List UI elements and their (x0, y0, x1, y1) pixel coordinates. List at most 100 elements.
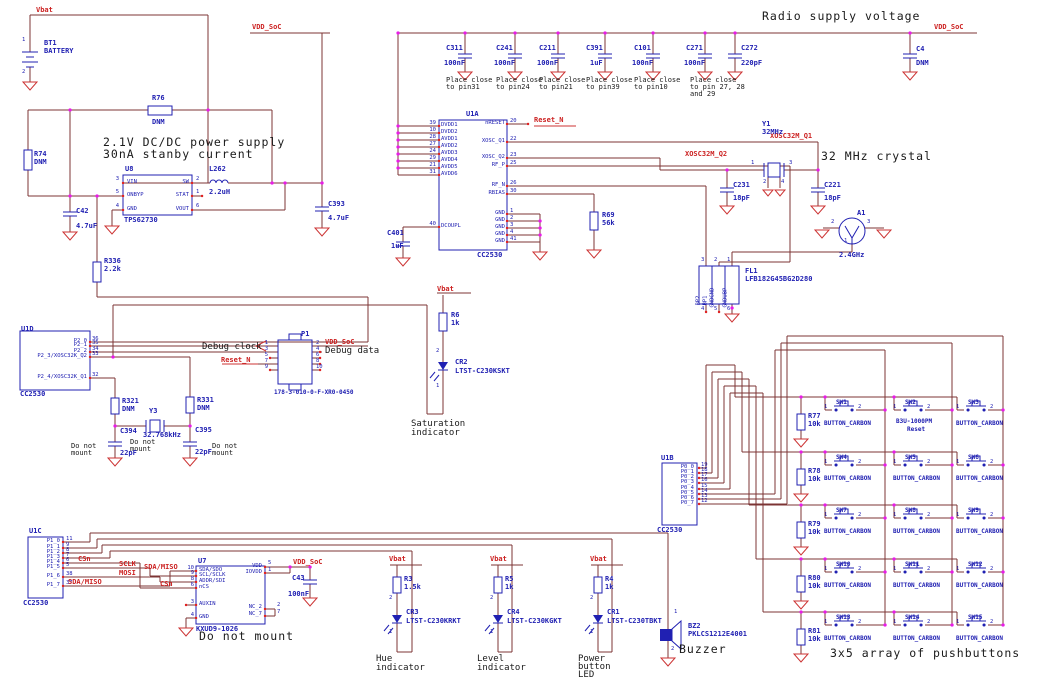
label-p0-2-282: P0_2 (680, 474, 694, 480)
label-10-228: 10 (187, 565, 194, 571)
label-4-135: 4 (701, 306, 705, 312)
label-p0-3-283: P0_3 (680, 479, 694, 485)
label-r6-187: R6 (451, 311, 460, 319)
label-8-181: 8 (316, 358, 320, 364)
label-38-211: 38 (66, 571, 73, 577)
label-c311-36: C311 (446, 44, 463, 52)
label-to-pin31-39: to pin31 (446, 83, 480, 91)
label-vdd-234: VDD (252, 563, 262, 569)
label-6-137: 6 (727, 306, 731, 312)
label-30na-stanby-current-10: 30nA stanby current (103, 147, 254, 161)
label-c241-40: C241 (496, 44, 513, 52)
label-1-334: 1 (824, 566, 828, 572)
label-bp1-139: BP1 (702, 295, 709, 306)
label-1-173: 1 (264, 340, 268, 346)
label-fl1-130: FL1 (745, 267, 758, 275)
label-1-338: 1 (893, 566, 897, 572)
label-rbias-90: RBIAS (488, 190, 505, 196)
label-10k-366: 10k (808, 635, 821, 643)
label-1-350: 1 (893, 619, 897, 625)
label-15-292: 15 (701, 483, 708, 489)
label-gnd-227: GND (199, 614, 209, 620)
label-1-301: 1 (893, 404, 897, 410)
label-6-180: 6 (316, 352, 320, 358)
label-32-mhz-crystal-116: 32 MHz crystal (821, 149, 932, 163)
label-c231-121: C231 (733, 181, 750, 189)
label-l262-25: L262 (209, 165, 226, 173)
label-xosc-q2-87: XOSC_Q2 (481, 154, 505, 160)
label-place-close-38: Place close (446, 76, 493, 84)
label-41-106: 41 (510, 236, 517, 242)
label-button-carbon-299: BUTTON_CARBON (824, 420, 871, 427)
label-1-23: 1 (196, 189, 200, 195)
label-tps62730-12: TPS62730 (124, 216, 158, 224)
label-4-21: 4 (115, 203, 119, 209)
label-r77-357: R77 (808, 412, 821, 420)
label-sda-miso-216: SDA/MISO (68, 578, 102, 586)
label-sw5-313: SW5 (905, 454, 916, 461)
label-19-288: 19 (701, 462, 708, 468)
label-xosc-q1-86: XOSC_Q1 (481, 138, 505, 144)
label-3-127: 3 (867, 219, 871, 225)
label-21-82: 21 (429, 162, 436, 168)
label-10k-358: 10k (808, 420, 821, 428)
label-indicator-194: indicator (411, 428, 460, 438)
label-to-pin21-47: to pin21 (539, 83, 573, 91)
label-c271-56: C271 (686, 44, 703, 52)
label-button-carbon-348: BUTTON_CARBON (824, 635, 871, 642)
label-1-5k-247: 1.5k (404, 583, 421, 591)
label-ltst-c230tbkt-268: LTST-C230TBKT (607, 617, 662, 625)
label-20-96: 20 (510, 118, 517, 124)
label-level-261: Level (477, 654, 505, 664)
label-p0-7-287: P0_7 (680, 500, 694, 506)
label-mount-162: mount (130, 445, 152, 453)
label-6-209: 6 (66, 557, 70, 563)
label-mount-164: mount (71, 449, 93, 457)
label-1-3: 1 (22, 37, 26, 43)
label-2-307: 2 (990, 404, 994, 410)
label-c394-167: C394 (120, 427, 137, 435)
label-10k-362: 10k (808, 528, 821, 536)
label-reset-304: Reset (907, 426, 926, 433)
label-cc2530-66: CC2530 (477, 251, 503, 259)
label-rf-p-88: RF_P (491, 162, 505, 168)
label-reset-n-107: Reset_N (534, 116, 564, 124)
label-1-330: 1 (956, 512, 960, 518)
label-220pf-62: 220pF (741, 59, 763, 67)
label-5-210: 5 (66, 562, 70, 568)
label-battery-2: BATTERY (44, 47, 74, 55)
label-p2-0-144: P2_0 (73, 338, 87, 344)
label-30-101: 30 (510, 188, 517, 194)
label-auxin-226: AUXIN (199, 601, 216, 607)
label-u1d-142: U1D (21, 325, 34, 333)
label-vdd-soc-35: VDD_SoC (934, 23, 964, 31)
label-vbat-0: Vbat (36, 6, 53, 14)
label-2-335: 2 (858, 566, 862, 572)
label-1uf-49: 1uF (590, 59, 603, 67)
label-avdd4-72: AVDD4 (441, 157, 458, 163)
label-c4-63: C4 (916, 45, 925, 53)
label-p0-0-280: P0_0 (680, 464, 694, 470)
label-r78-359: R78 (808, 467, 821, 475)
label-3-118: 3 (789, 160, 793, 166)
label-to-pin24-43: to pin24 (496, 83, 530, 91)
label-button-carbon-332: BUTTON_CARBON (956, 528, 1003, 535)
label-vin-13: VIN (127, 179, 137, 185)
label-34-151: 34 (92, 346, 99, 352)
label-22-97: 22 (510, 136, 517, 142)
label-33-152: 33 (92, 351, 99, 357)
label-3-174: 3 (264, 346, 268, 352)
label-cc2530-143: CC2530 (20, 390, 46, 398)
label-p1-171: P1 (301, 330, 310, 338)
label-u7-219: U7 (198, 557, 207, 565)
label-2-298: 2 (858, 404, 862, 410)
label-sclk-214: SCLK (119, 560, 136, 568)
label-10k-364: 10k (808, 582, 821, 590)
label-nreset-85: nRESET (485, 120, 505, 126)
label-r321-155: R321 (122, 397, 139, 405)
label-c101-52: C101 (634, 44, 651, 52)
label-6-231: 6 (190, 582, 194, 588)
label-6-24: 6 (196, 203, 200, 209)
label-stat-17: STAT (175, 192, 189, 198)
label-r3-246: R3 (404, 575, 413, 583)
